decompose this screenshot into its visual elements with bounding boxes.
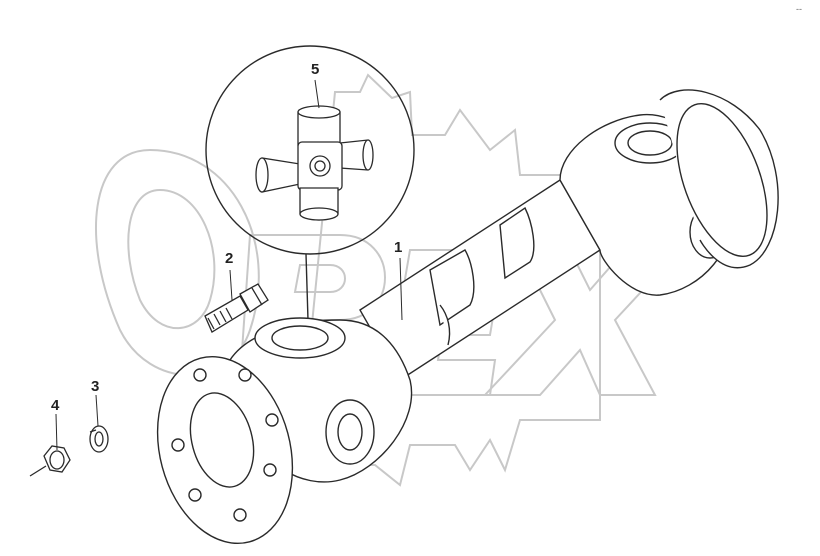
- callout-5: 5: [311, 61, 319, 78]
- callout-4: 4: [51, 397, 60, 414]
- bolt: [204, 283, 269, 333]
- callout-3: 3: [91, 378, 99, 395]
- leader-lines: [55, 79, 403, 451]
- callout-2: 2: [225, 250, 233, 267]
- nut: [29, 445, 71, 477]
- callout-1: 1: [394, 239, 402, 256]
- detail-circle: [205, 45, 415, 321]
- spring-washer: [89, 425, 109, 453]
- universal-joint-cross: [255, 105, 374, 221]
- corner-mark: --: [796, 4, 802, 14]
- cardan-shaft: [156, 89, 779, 544]
